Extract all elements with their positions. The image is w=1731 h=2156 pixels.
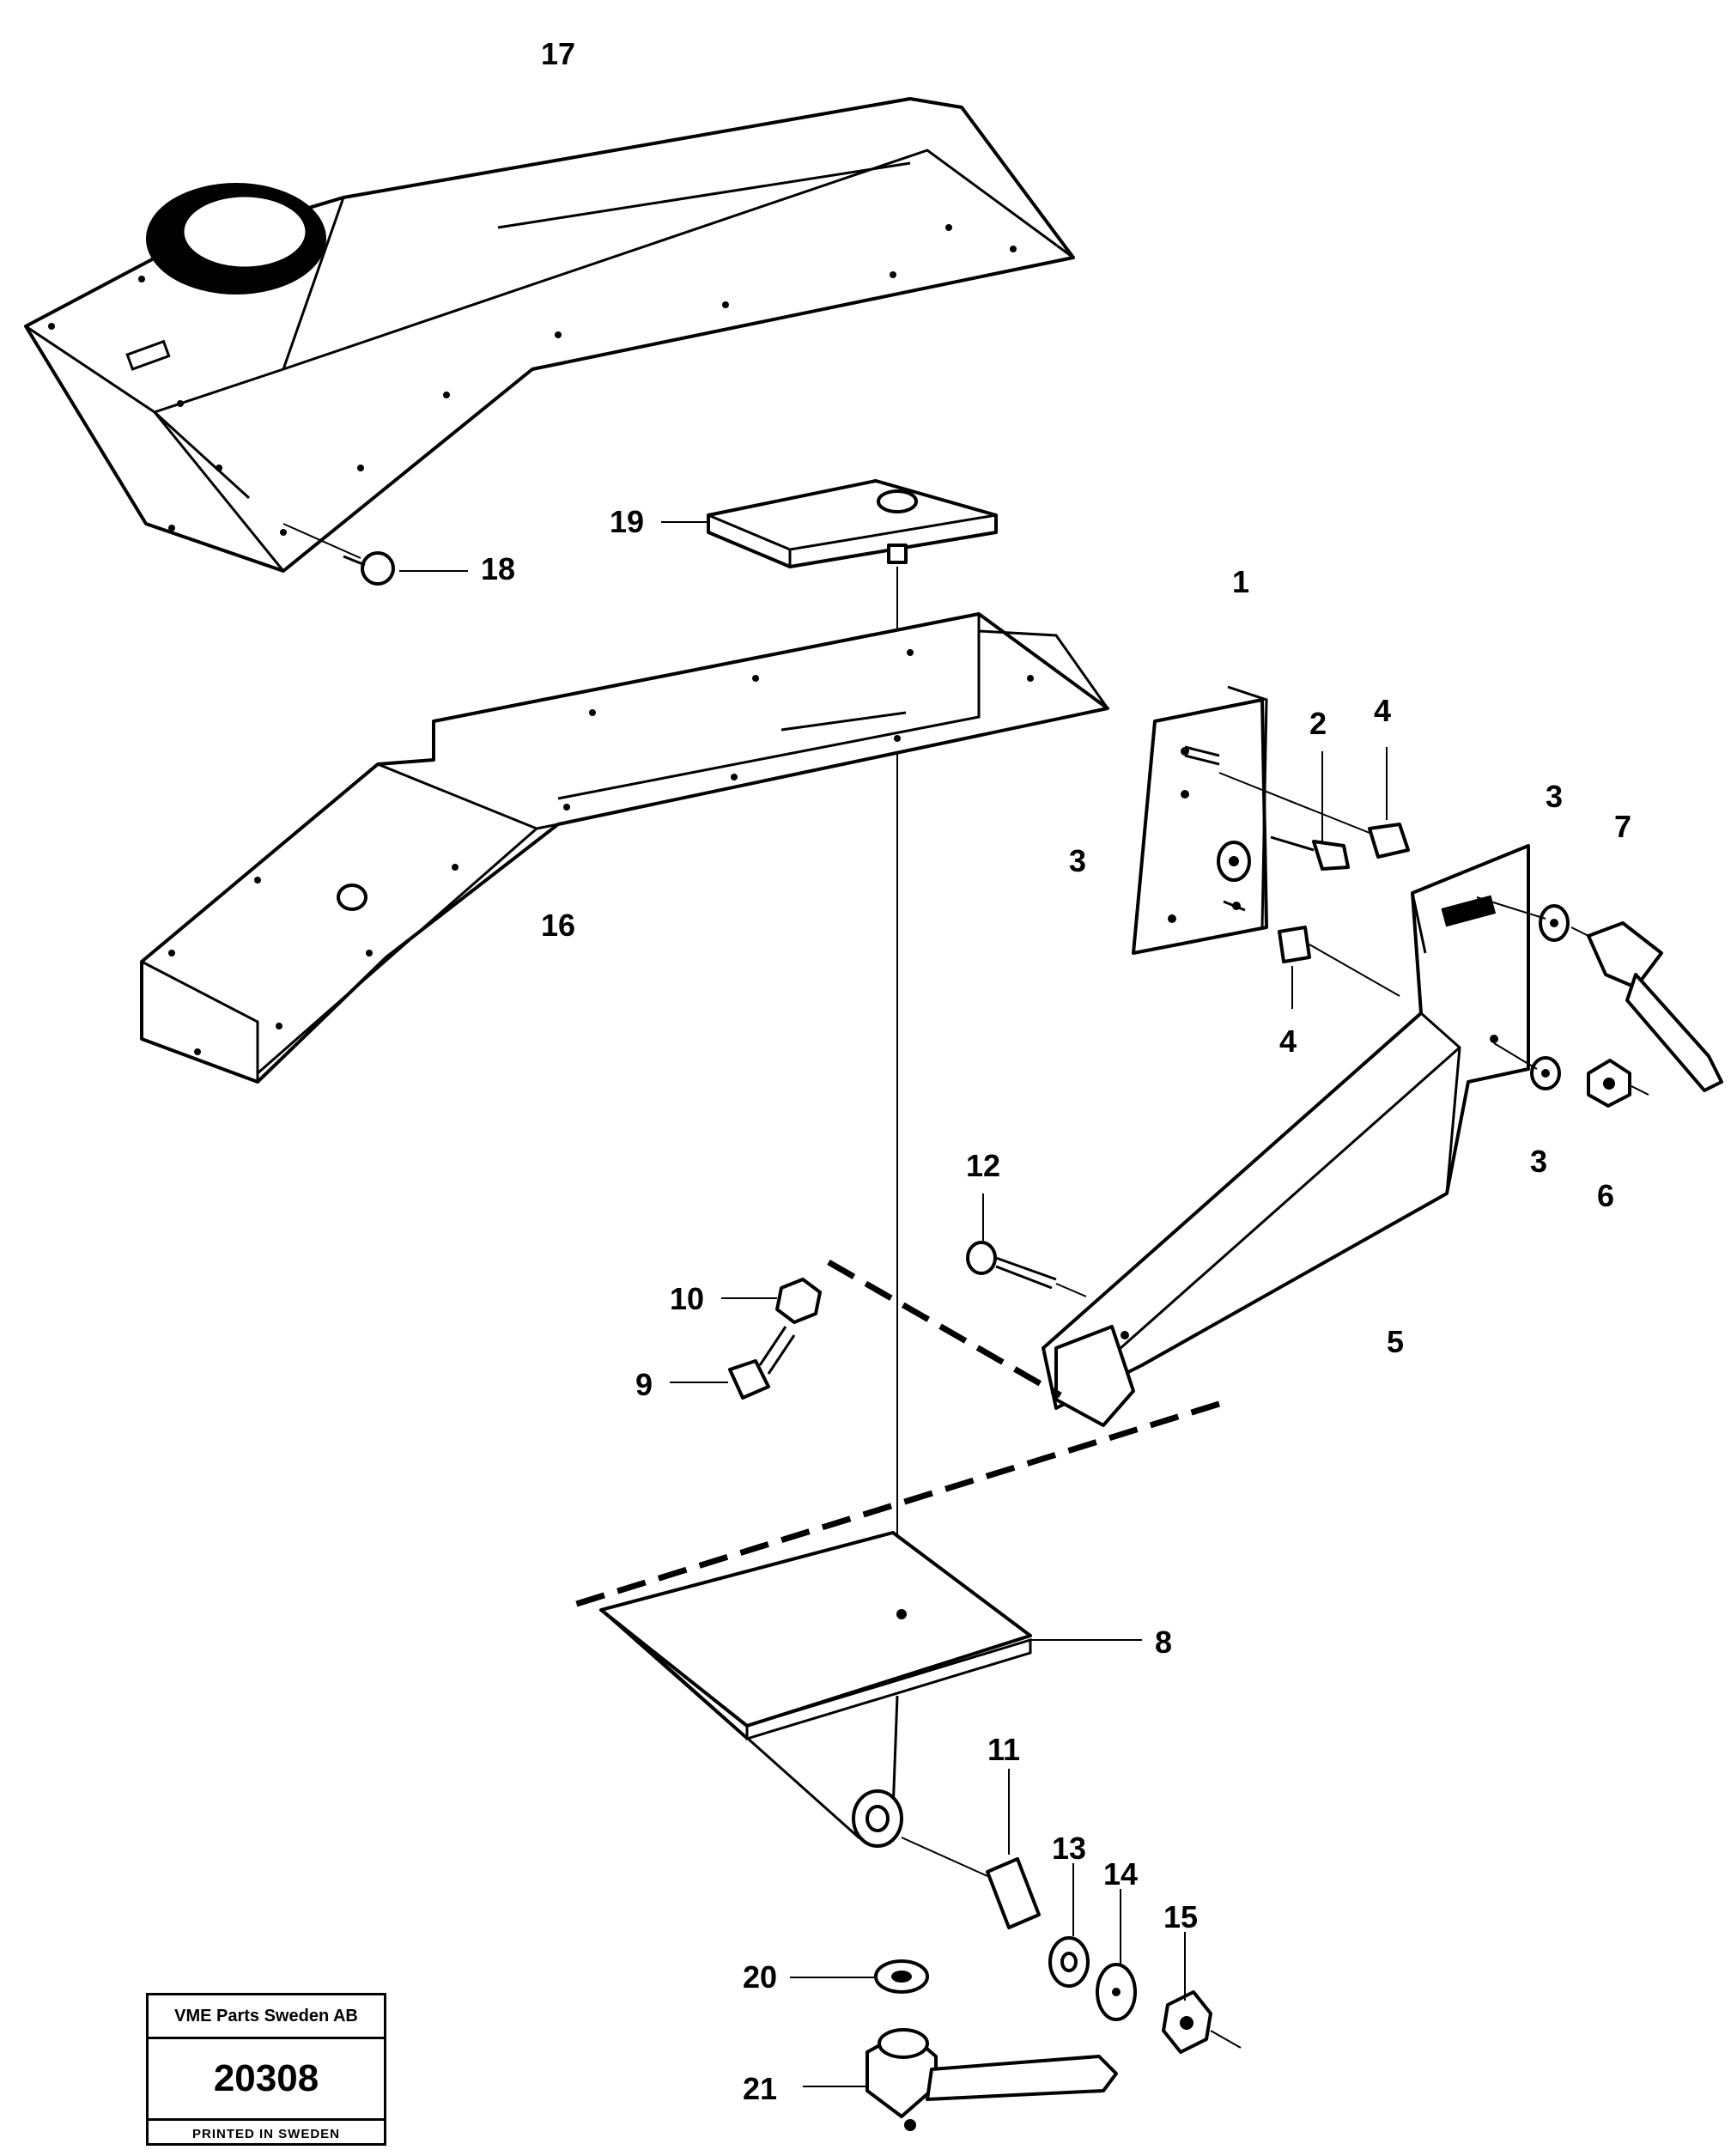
- part-21-lever-handle: [803, 2028, 1118, 2131]
- part-4-bushing-lower: [1278, 926, 1400, 1009]
- part-20-washer: [790, 1959, 929, 1994]
- callout-3-right-top: 3: [1546, 779, 1563, 814]
- part-6-nut: [1493, 1042, 1649, 1108]
- part-7-lever-handle: [1476, 896, 1723, 1092]
- callout-3-right-bottom: 3: [1530, 1144, 1547, 1179]
- part-18-screw: [282, 523, 468, 586]
- callout-8: 8: [1155, 1625, 1172, 1660]
- part-17-cover: [24, 97, 1075, 573]
- stamp-drawing-number: 20308: [213, 2057, 319, 2099]
- callout-1: 1: [1232, 564, 1249, 599]
- callout-11: 11: [987, 1732, 1020, 1767]
- callout-10: 10: [670, 1281, 704, 1316]
- callout-7: 7: [1614, 809, 1631, 844]
- part-14-washer: [1096, 1889, 1137, 2021]
- dashed-connector-lines: [569, 1259, 1221, 1609]
- callout-labels: 17 19 18 1 2 4 3 7 3 16 4 3 6 12 5 10 9 …: [481, 36, 1631, 2106]
- stamp-printed: PRINTED IN SWEDEN: [149, 2118, 384, 2147]
- part-2-bolt: [1270, 751, 1350, 871]
- part-10-nut: [721, 1278, 822, 1324]
- part-19-plate: [661, 479, 998, 1606]
- stamp-company: VME Parts Sweden AB: [149, 1995, 384, 2039]
- part-5-angled-bracket: [1042, 844, 1530, 1427]
- callout-12: 12: [966, 1148, 1000, 1183]
- part-8-plate: [599, 1531, 1142, 1848]
- callout-18: 18: [481, 551, 515, 586]
- part-11-spacer: [901, 1769, 1041, 1929]
- part-16-channel: [140, 612, 1109, 1084]
- part-4-bushing-upper: [1218, 747, 1410, 859]
- callout-4-lower: 4: [1279, 1023, 1297, 1059]
- callout-4-upper: 4: [1374, 693, 1391, 728]
- part-3-washer-left: [1217, 841, 1251, 882]
- callout-3-left: 3: [1069, 843, 1086, 878]
- callout-13: 13: [1052, 1831, 1086, 1866]
- callout-9: 9: [635, 1367, 653, 1402]
- part-3-washer-right-bottom: [1530, 1056, 1561, 1090]
- part-3-washer-right-top: [1539, 904, 1570, 942]
- part-1-bracket: [1132, 685, 1268, 955]
- callout-21: 21: [743, 2071, 777, 2106]
- part-13-washer: [1048, 1863, 1090, 1988]
- callout-14: 14: [1103, 1856, 1138, 1892]
- title-stamp: VME Parts Sweden AB 20308 PRINTED IN SWE…: [146, 1993, 386, 2146]
- callout-2: 2: [1309, 706, 1327, 741]
- part-9-screw: [670, 1326, 796, 1400]
- callout-17: 17: [541, 36, 575, 71]
- part-12-bolt: [966, 1193, 1087, 1297]
- callout-20: 20: [743, 1959, 777, 1995]
- part-15-nut: [1162, 1932, 1242, 2054]
- callout-16: 16: [541, 908, 575, 943]
- callout-19: 19: [610, 504, 644, 539]
- callout-15: 15: [1163, 1899, 1198, 1934]
- callout-5: 5: [1387, 1324, 1404, 1359]
- callout-6: 6: [1597, 1178, 1614, 1213]
